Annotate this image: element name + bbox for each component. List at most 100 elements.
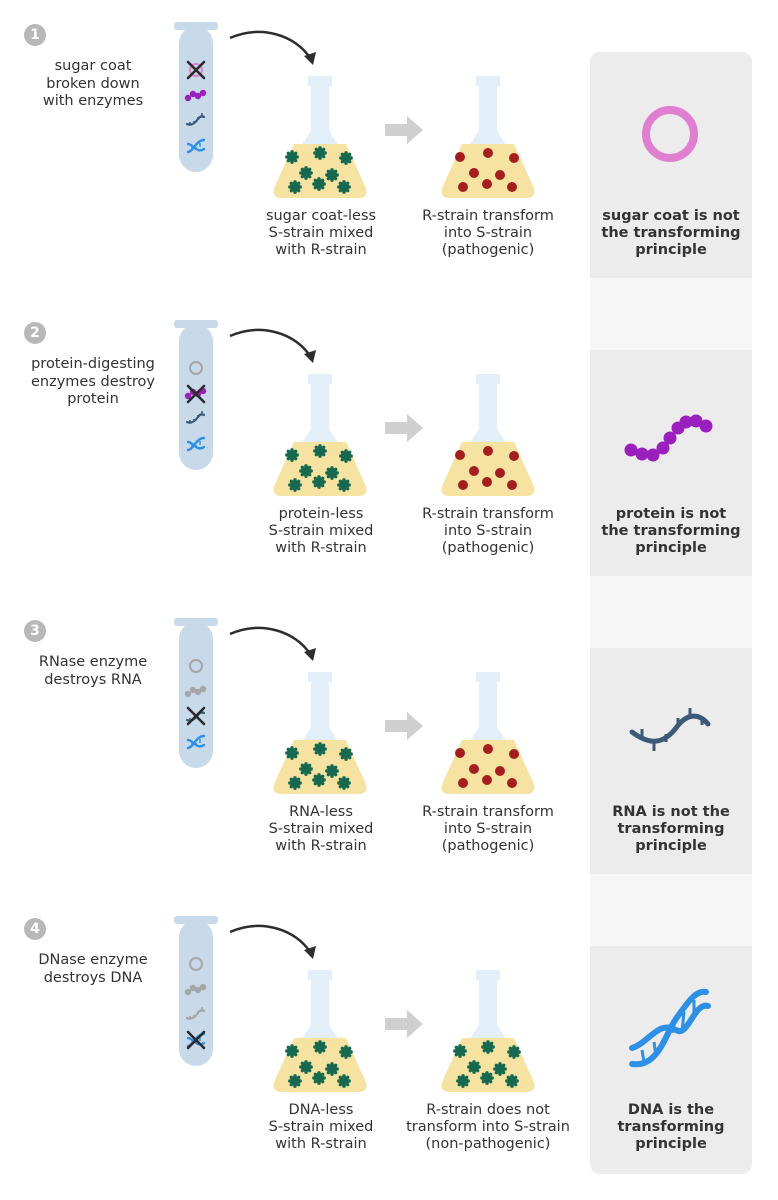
result-arrow [385,712,423,740]
r-strain-colony [480,1071,494,1085]
s-strain-colony [495,170,505,180]
r-strain-colony [312,177,326,191]
text-line: (non-pathogenic) [425,1136,551,1152]
experiment-illustration [174,22,698,198]
s-strain-colony [509,451,519,461]
text-line: into S-strain [443,523,533,539]
text-line: the transforming [601,523,741,539]
text-line: S-strain mixed [268,1119,374,1135]
r-strain-colony [285,448,299,462]
r-strain-colony [313,1040,327,1054]
r-strain-colony [339,747,353,761]
destroyed-cross-icon [186,60,206,80]
r-strain-colony [288,776,302,790]
r-strain-colony [337,180,351,194]
s-strain-colony [482,179,492,189]
r-strain-colony [337,478,351,492]
r-strain-colony [299,464,313,478]
text-line: into S-strain [443,821,533,837]
text-line: RNA is not the [612,804,730,820]
text-line: into S-strain [443,225,533,241]
text-line: the transforming [601,225,741,241]
text-line: sugar coat-less [265,208,377,224]
test-tube [174,320,218,470]
text-line: transforming [617,1119,725,1135]
r-strain-colony [288,478,302,492]
transfer-arrowhead [304,946,316,959]
s-strain-colony [483,446,493,456]
dna-icon [186,436,206,452]
text-line: protein [67,391,119,407]
text-line: R-strain transform [422,804,554,820]
s-strain-colony [507,480,517,490]
text-line: with R-strain [275,838,367,854]
text-line: RNase enzyme [38,654,148,670]
s-strain-colony [482,775,492,785]
r-strain-colony [325,466,339,480]
dna-icon [186,138,206,154]
destroyed-cross-icon [186,384,206,404]
text-line: (pathogenic) [441,242,535,258]
s-strain-colony [469,466,479,476]
sugar-coat-icon [189,63,203,77]
r-strain-colony [285,746,299,760]
s-strain-colony [507,778,517,788]
transfer-arrow [229,924,312,953]
step-number-badge: 1 [24,24,46,46]
panel-divider [590,278,752,350]
flask [273,76,367,198]
text-line: principle [635,1136,707,1152]
r-strain-colony [313,444,327,458]
r-strain-colony [493,1062,507,1076]
r-strain-colony [339,151,353,165]
sugar-coat-icon [189,659,203,673]
text-line: principle [635,838,707,854]
rna-icon [185,411,206,424]
result-arrow [385,414,423,442]
text-line: with R-strain [275,1136,367,1152]
text-line: (pathogenic) [441,838,535,854]
r-strain-colony [299,1060,313,1074]
text-line: protein is not [615,506,727,522]
conclusion-panel [590,52,752,1174]
text-line: (pathogenic) [441,540,535,556]
text-line: RNA-less [289,804,353,820]
s-strain-colony [483,148,493,158]
transfer-arrowhead [304,350,316,363]
s-strain-colony [455,450,465,460]
text-line: with R-strain [275,540,367,556]
experiment-illustration [174,320,713,496]
s-strain-colony [455,152,465,162]
step-number-badge: 4 [24,918,46,940]
r-strain-colony [481,1040,495,1054]
r-strain-colony [285,1044,299,1058]
panel-divider [590,874,752,946]
transfer-arrow [229,30,312,59]
r-strain-colony [339,449,353,463]
protein-icon [184,983,207,996]
dna-icon [186,734,206,750]
result-arrow [385,1010,423,1038]
protein-icon [184,685,207,698]
s-strain-colony [509,153,519,163]
r-strain-colony [299,166,313,180]
text-line: DNase enzyme [38,952,148,968]
rna-icon [185,1007,206,1020]
transfer-arrow [229,626,312,655]
destroyed-cross-icon [186,706,206,726]
r-strain-colony [325,1062,339,1076]
